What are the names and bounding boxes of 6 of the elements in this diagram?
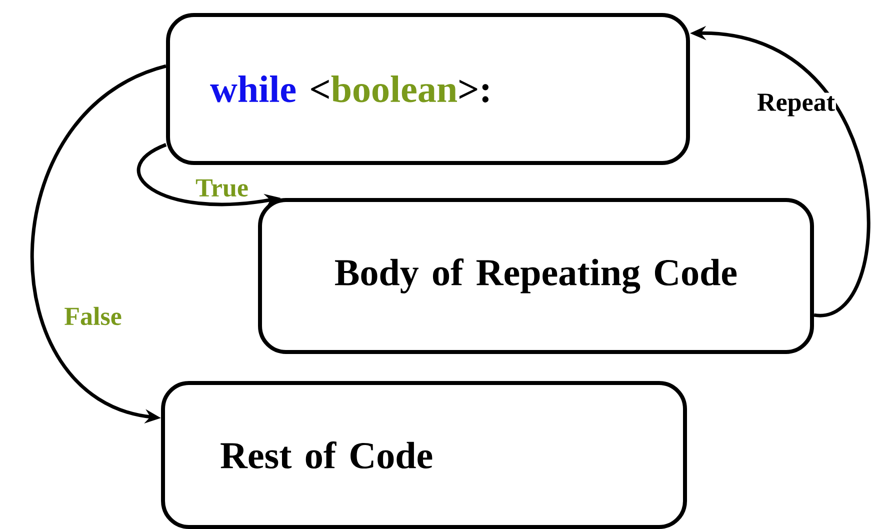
code-box: while <boolean>: <box>166 13 690 165</box>
edge-label: False <box>63 306 123 326</box>
edge-label: Repeat <box>756 92 836 118</box>
code-box: Body of Repeating Code <box>258 198 814 354</box>
code-box: Rest of Code <box>161 381 687 529</box>
edge-label: True <box>194 178 250 198</box>
